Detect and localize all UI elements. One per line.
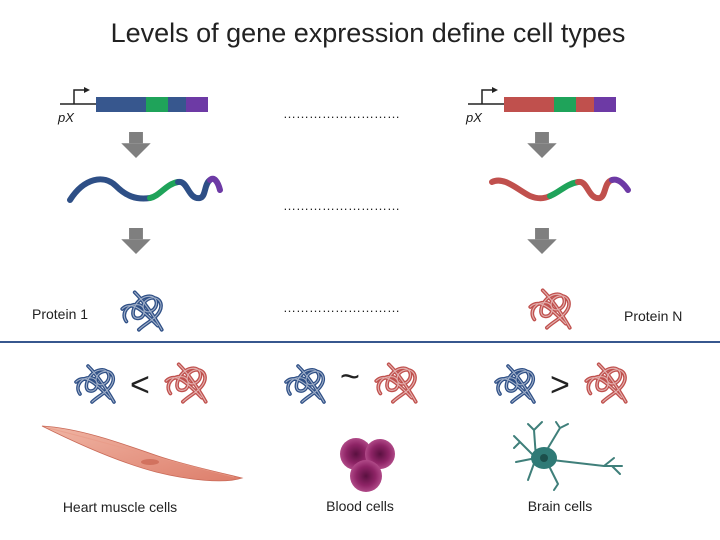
gene-segment	[186, 97, 208, 112]
gene-segment	[554, 97, 576, 112]
down-arrow-icon	[525, 228, 559, 254]
down-arrow-icon	[119, 228, 153, 254]
cell-label-brain: Brain cells	[527, 498, 593, 514]
dotted-line: ………………………	[283, 198, 400, 213]
promoter-label-right: pX	[466, 110, 482, 125]
comparison-symbol: ~	[340, 358, 360, 396]
gene-segment	[168, 97, 186, 112]
comparison-brain: >	[490, 356, 640, 412]
promoter-label-left: pX	[58, 110, 74, 125]
gene-segment	[504, 97, 554, 112]
protein-1-label: Protein 1	[32, 306, 89, 322]
gene-left	[58, 86, 218, 114]
cell-label-blood: Blood cells	[326, 498, 394, 514]
protein-1-icon	[116, 284, 168, 336]
muscle-cell-icon	[41, 425, 244, 482]
neuron-icon	[513, 421, 623, 491]
protein-n-icon	[524, 282, 576, 334]
protein-n-icon	[370, 356, 422, 408]
cell-label-heart: Heart muscle cells	[62, 499, 178, 515]
down-arrow-icon	[525, 132, 559, 158]
protein-1-icon	[490, 358, 540, 408]
protein-n-icon	[580, 356, 632, 408]
gene-segment	[96, 97, 146, 112]
down-arrow-icon	[119, 132, 153, 158]
comparison-heart: <	[70, 356, 220, 412]
mrna-right	[489, 176, 631, 202]
blood-cells-icon	[340, 438, 395, 492]
comparison-symbol: >	[550, 366, 570, 404]
protein-1-icon	[70, 358, 120, 408]
promoter-arrow-icon	[468, 87, 616, 112]
protein-n-label: Protein N	[624, 308, 683, 324]
gene-right	[466, 86, 626, 114]
gene-segment	[576, 97, 594, 112]
dotted-line: ………………………	[283, 300, 400, 315]
protein-n-icon	[160, 356, 212, 408]
mrna-left	[67, 175, 223, 203]
page-title: Levels of gene expression define cell ty…	[110, 18, 626, 48]
protein-1-icon	[280, 358, 330, 408]
dotted-line: ………………………	[283, 106, 400, 121]
comparison-symbol: <	[130, 366, 150, 404]
promoter-arrow-icon	[60, 87, 208, 112]
gene-segment	[594, 97, 616, 112]
comparison-blood: ~	[280, 356, 430, 412]
divider-line	[0, 341, 720, 343]
gene-segment	[146, 97, 168, 112]
